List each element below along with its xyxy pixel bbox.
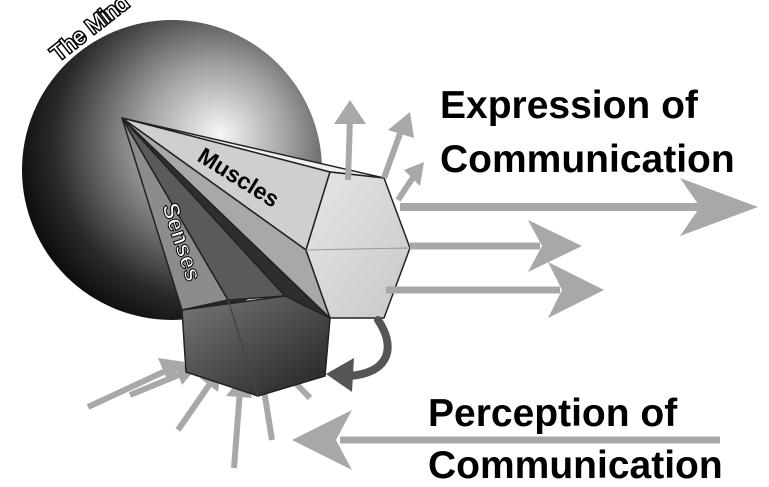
outgoing-arrow-long [400,178,758,236]
outgoing-arrow-up-1 [334,100,366,181]
outgoing-arrow-low [386,262,604,318]
perception-title-line1: Perception of [428,392,678,435]
expression-title-line2: Communication [440,138,735,181]
perception-arrow [292,410,720,470]
outgoing-arrow-up-2 [381,112,414,180]
feedback-arrow [326,316,392,392]
expression-title-line1: Expression of [440,84,699,127]
perception-title-line2: Communication [428,444,723,487]
outgoing-arrows [334,100,758,318]
senses-hexagon [181,295,331,397]
muscles-cone [121,117,411,319]
outgoing-arrow-up-3 [395,162,424,202]
incoming-arrow-1 [86,358,185,410]
outgoing-arrow-mid [410,220,582,272]
